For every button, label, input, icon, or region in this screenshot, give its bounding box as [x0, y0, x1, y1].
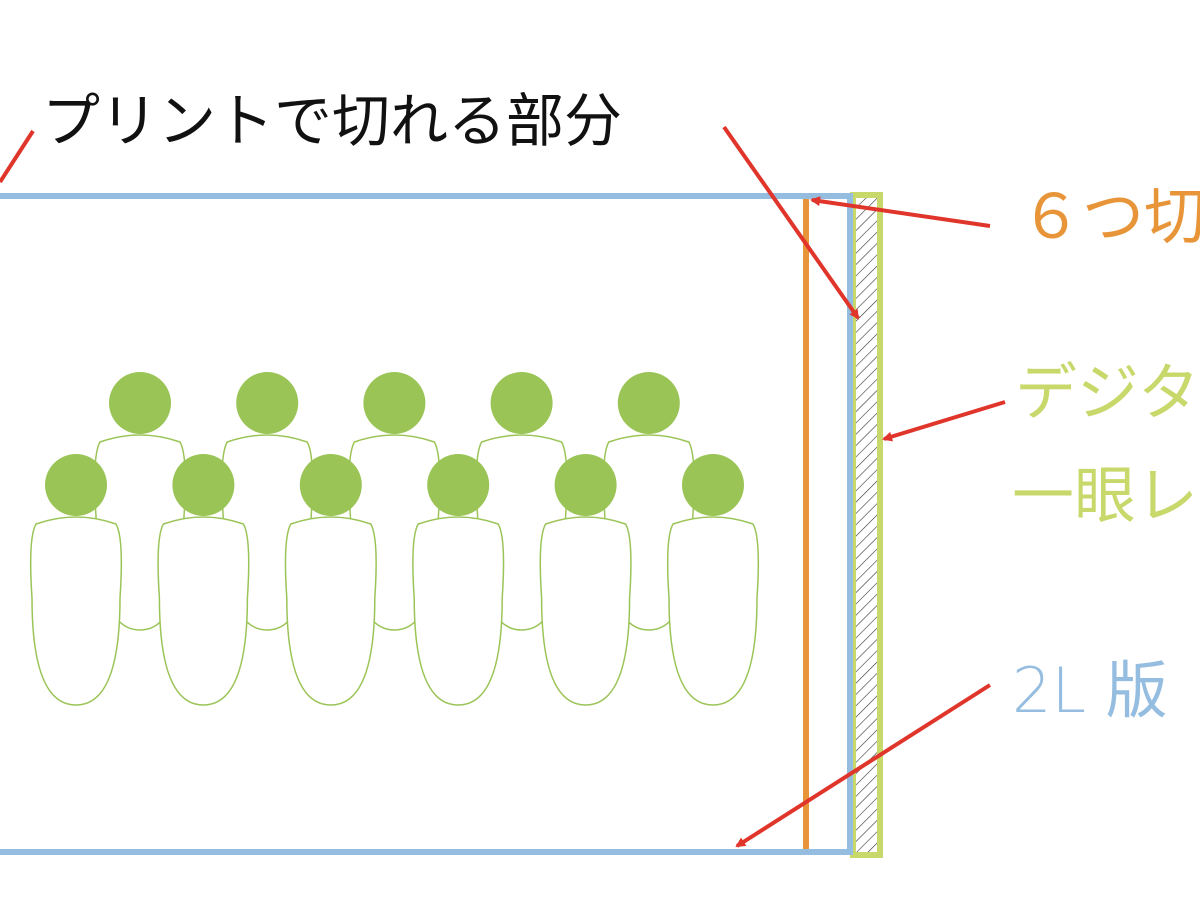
arrow-to-cut-area	[722, 125, 860, 320]
arrow-to-six-cut	[810, 196, 991, 228]
arrow-to-digital-slr	[882, 400, 1006, 442]
person-head	[617, 372, 680, 434]
person-head	[236, 372, 299, 434]
front-row-person	[539, 454, 632, 706]
person-body	[412, 516, 505, 706]
print-cut-pointer-line	[0, 129, 35, 184]
person-head	[363, 372, 426, 434]
people-group	[29, 372, 760, 706]
two-l-frame	[0, 193, 853, 855]
digital-slr-frame	[850, 192, 883, 858]
front-row-person	[412, 454, 505, 706]
person-head	[427, 454, 490, 516]
person-head	[45, 454, 107, 516]
front-row-person	[29, 454, 123, 706]
front-row-person	[157, 454, 250, 706]
six-cut-label: ６つ切	[1020, 180, 1200, 253]
person-head	[109, 372, 171, 434]
person-head	[682, 454, 744, 516]
two-l-label: 2L 版	[1012, 654, 1168, 727]
person-body	[29, 516, 123, 706]
digital-slr-label-line1: デジタ	[1015, 356, 1200, 429]
person-head	[299, 454, 362, 516]
person-body	[284, 516, 377, 706]
person-body	[157, 516, 250, 706]
person-body	[666, 516, 760, 706]
print-cut-label: プリントで切れる部分	[42, 87, 623, 155]
person-head	[172, 454, 235, 516]
digital-slr-label-line2: 一眼レ	[1012, 459, 1199, 532]
person-head	[554, 454, 617, 516]
person-body	[539, 516, 632, 706]
person-head	[490, 372, 553, 434]
front-row-person	[284, 454, 377, 706]
front-row-person	[666, 454, 760, 706]
arrow-to-two-l	[735, 683, 992, 848]
